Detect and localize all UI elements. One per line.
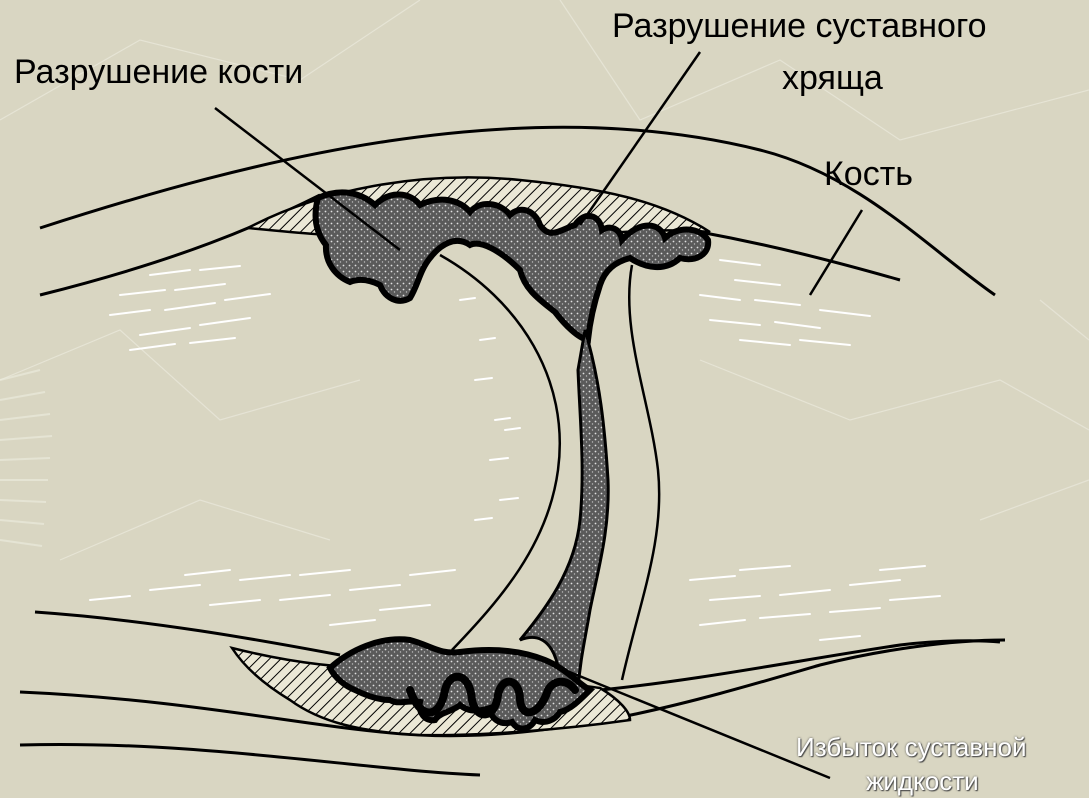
excess-fluid-label-line2: жидкости	[866, 766, 979, 796]
trabeculae-upper-left	[110, 266, 270, 350]
cartilage-destruction-label-line1: Разрушение суставного	[612, 6, 987, 46]
excess-fluid-label-line1: Избыток суставной	[796, 732, 1027, 762]
trabeculae-center	[460, 298, 520, 520]
bone-destruction-label: Разрушение кости	[14, 52, 303, 92]
bone-label: Кость	[824, 154, 913, 194]
trabeculae-lower-left	[90, 570, 455, 625]
trabeculae-upper-right	[700, 260, 870, 345]
trabeculae-lower-right	[690, 566, 940, 640]
cartilage-destruction-label-line2: хряща	[782, 58, 883, 98]
fibrin-column	[520, 330, 608, 690]
left-dashes	[0, 370, 52, 546]
